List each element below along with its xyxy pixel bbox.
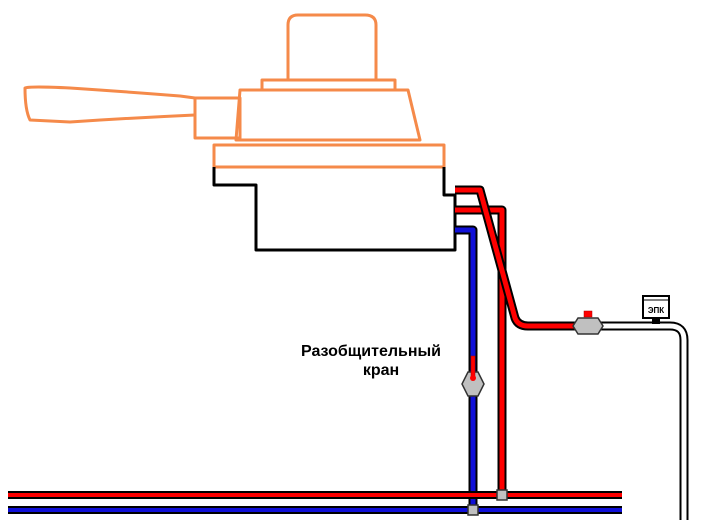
valve-lower-body xyxy=(212,167,457,252)
blue-junction xyxy=(467,504,479,516)
valve-top-cap xyxy=(286,13,378,80)
blue-pipe xyxy=(455,225,478,510)
isolating-valve xyxy=(461,355,485,397)
red-junction xyxy=(496,489,508,501)
main-lines xyxy=(8,491,622,514)
valve-base-plate xyxy=(212,143,446,169)
valve-collar xyxy=(260,78,397,90)
isolating-valve-label-line1: Разобщительный xyxy=(301,343,441,360)
valve-handle-arm xyxy=(23,85,196,124)
valve-middle-body xyxy=(234,88,422,142)
drivers-valve xyxy=(23,13,446,169)
epk-supply-valve xyxy=(572,310,604,335)
valve-handle-hub xyxy=(193,96,242,140)
white-pipe xyxy=(598,321,689,520)
epk-label: ЭПК xyxy=(648,306,664,315)
junction-fittings xyxy=(467,489,508,516)
red-pipes xyxy=(455,185,578,495)
epk-device: ЭПК xyxy=(642,295,670,324)
isolating-valve-label-line2: кран xyxy=(362,362,400,379)
